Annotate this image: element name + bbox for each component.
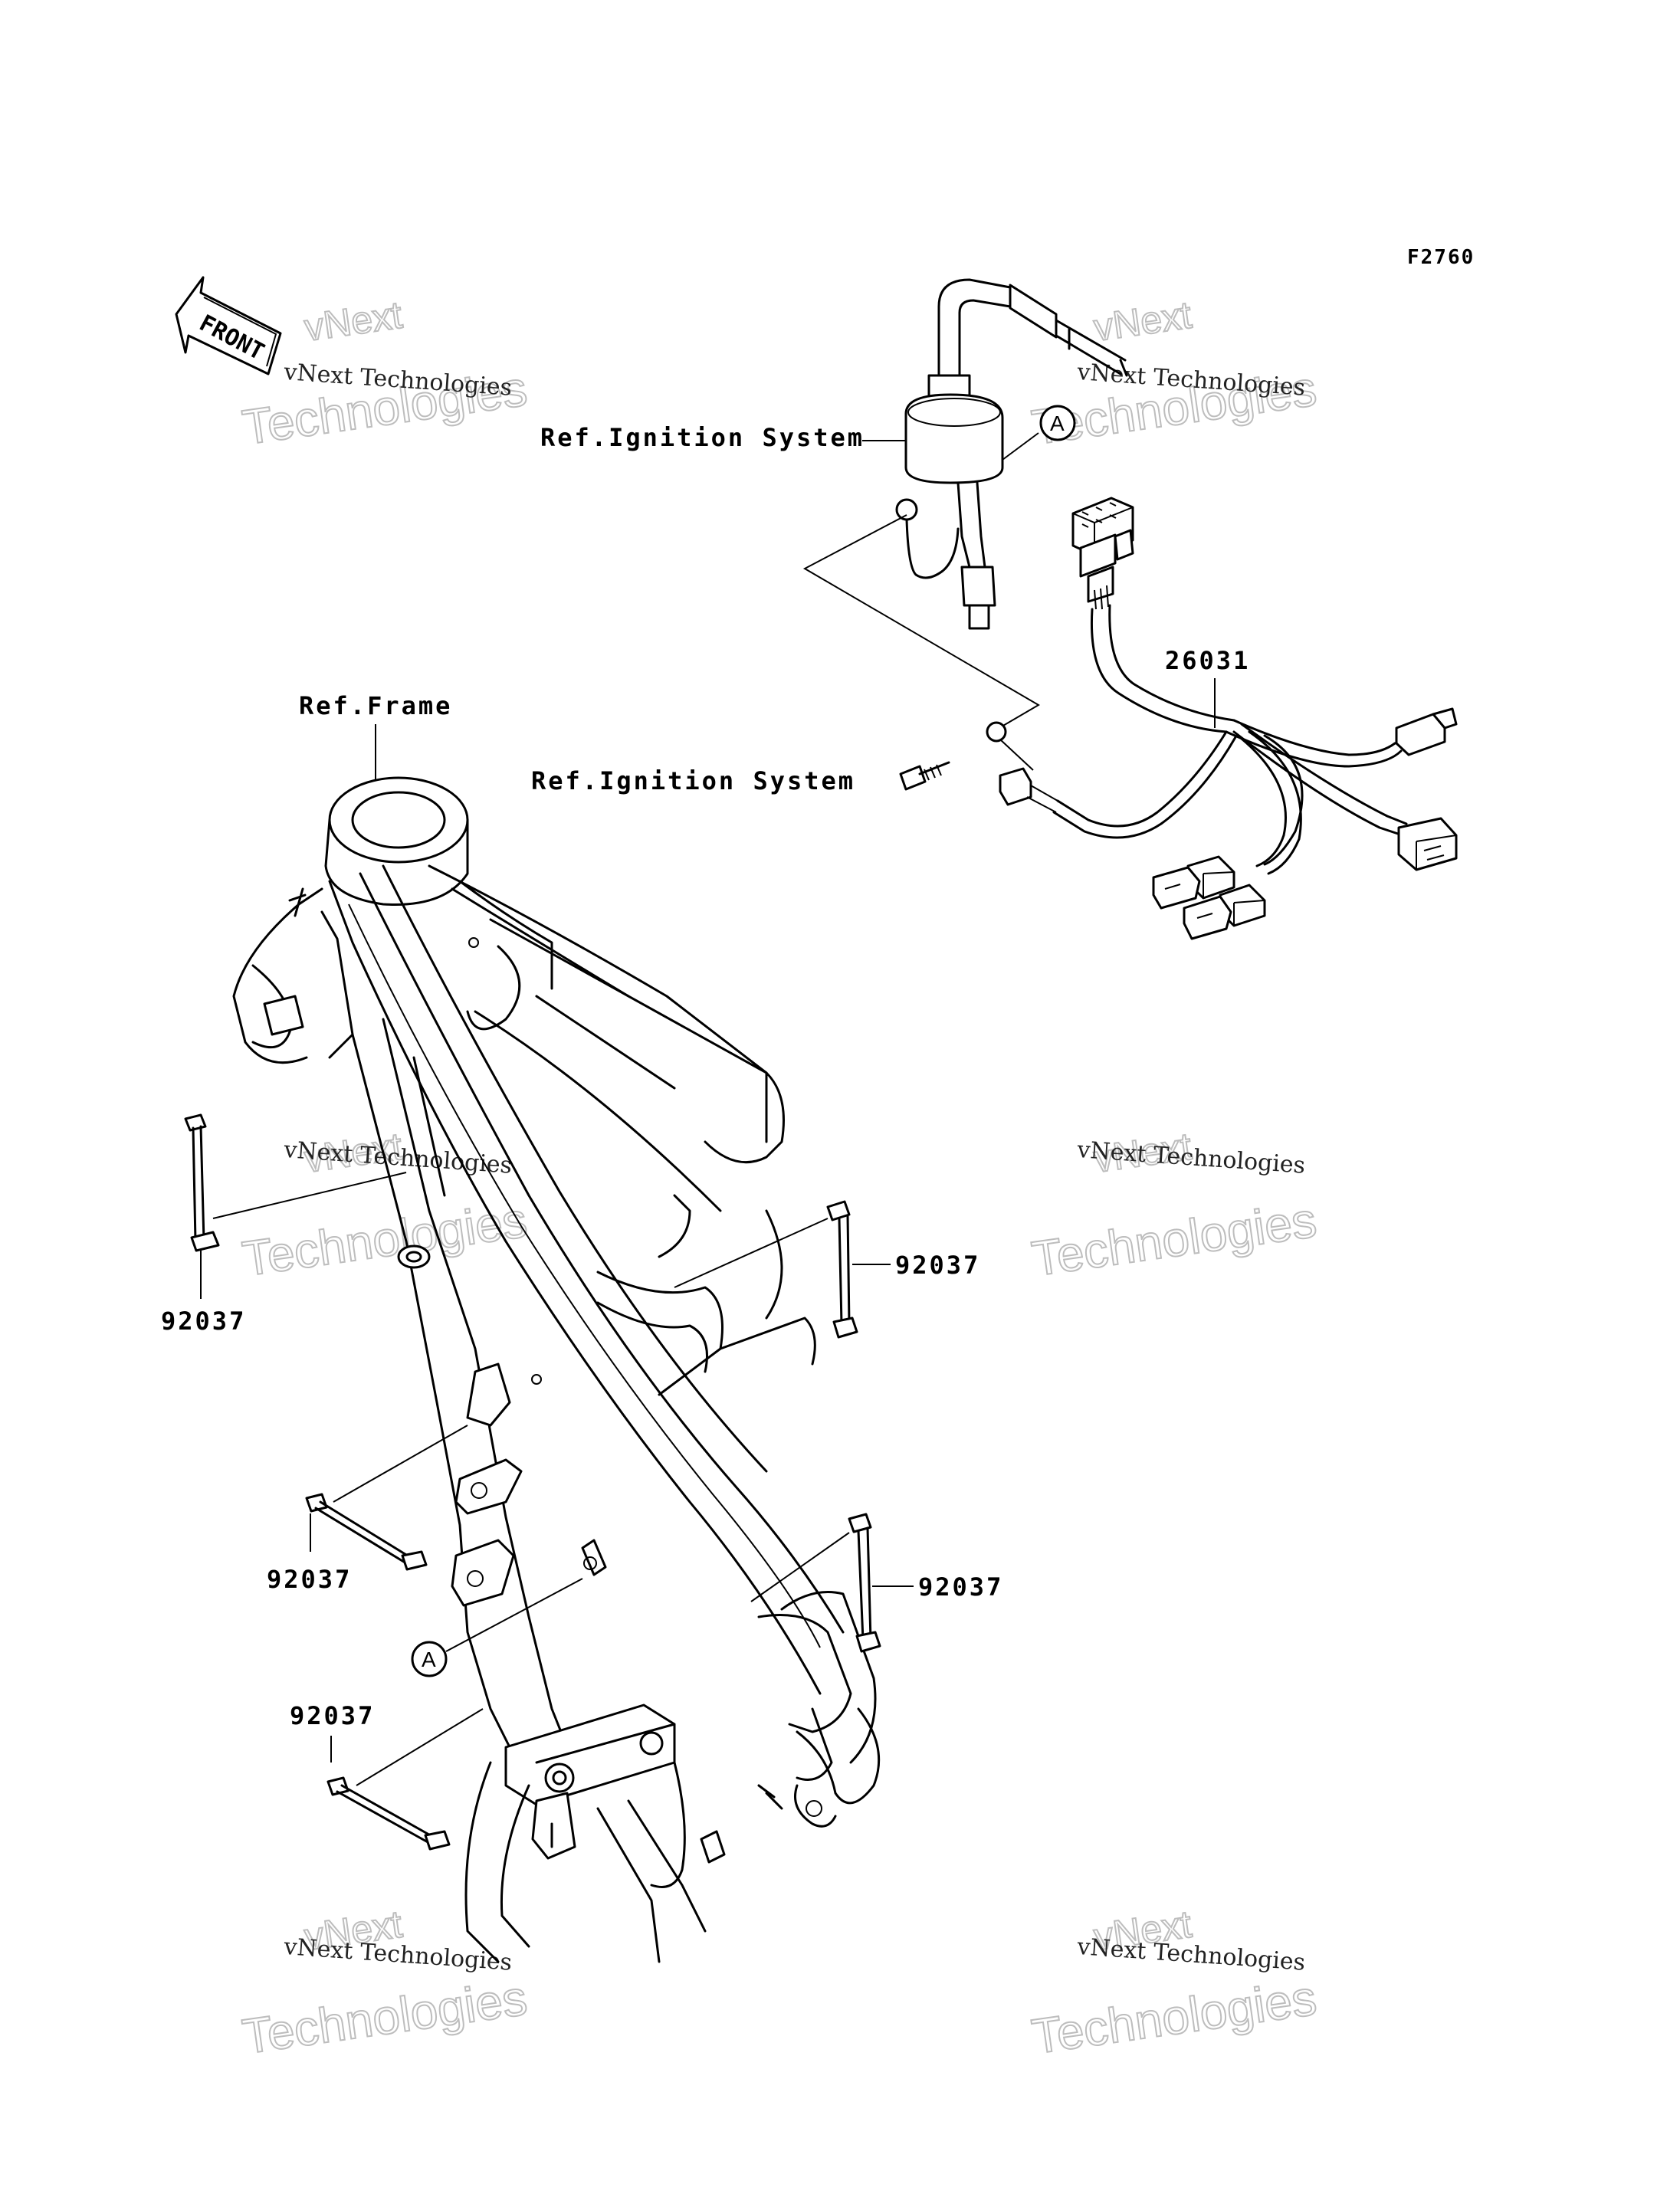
front-arrow-icon: FRONT [175, 276, 282, 375]
watermark-top-left: vNext Technologies vNext Technologies [238, 293, 531, 456]
label-ref-frame: Ref.Frame [299, 691, 452, 720]
main-harness [999, 497, 1458, 940]
callout-a-lower: A [411, 1578, 583, 1677]
watermark-bottom-right: vNext Technologies vNext Technologies [1028, 1902, 1321, 2065]
callout-a-top: A [1002, 405, 1076, 461]
watermark-tech: Technologies [1029, 1970, 1320, 2064]
watermark-tech: Technologies [1029, 1192, 1320, 1287]
label-ref-ignition-mid: Ref.Ignition System [531, 766, 855, 795]
watermark-mid-left: vNext Technologies vNext Technologies [238, 1124, 531, 1287]
band-right-lower [750, 1513, 914, 1653]
mounting-bolt [899, 721, 1007, 791]
watermark-vnext: vNext [1091, 293, 1194, 349]
watermark-tech: Technologies [239, 1970, 530, 2064]
figure-code: F2760 [1407, 246, 1475, 269]
watermark-vnext: vNext [302, 293, 405, 349]
band-left [184, 1113, 407, 1299]
label-band-right-upper: 92037 [895, 1251, 980, 1280]
band-left-lower [326, 1708, 484, 1851]
ignition-coil [895, 278, 1128, 630]
band-right-upper [674, 1200, 891, 1339]
label-ref-ignition-top: Ref.Ignition System [540, 423, 865, 452]
group-bracket [802, 514, 1040, 735]
label-band-left: 92037 [161, 1307, 246, 1336]
label-band-left-mid: 92037 [267, 1565, 352, 1594]
band-left-mid [305, 1425, 468, 1571]
callout-a-letter: A [1050, 412, 1065, 435]
label-harness-26031: 26031 [1165, 646, 1250, 675]
watermark-bottom-left: vNext Technologies vNext Technologies [238, 1902, 531, 2065]
watermark-mid-right: vNext Technologies vNext Technologies [1028, 1124, 1321, 1287]
label-band-right-lower: 92037 [918, 1572, 1003, 1602]
label-band-left-lower: 92037 [290, 1701, 375, 1730]
callout-a-letter-lower: A [422, 1648, 436, 1671]
frame: Ref.Frame [232, 691, 881, 1963]
